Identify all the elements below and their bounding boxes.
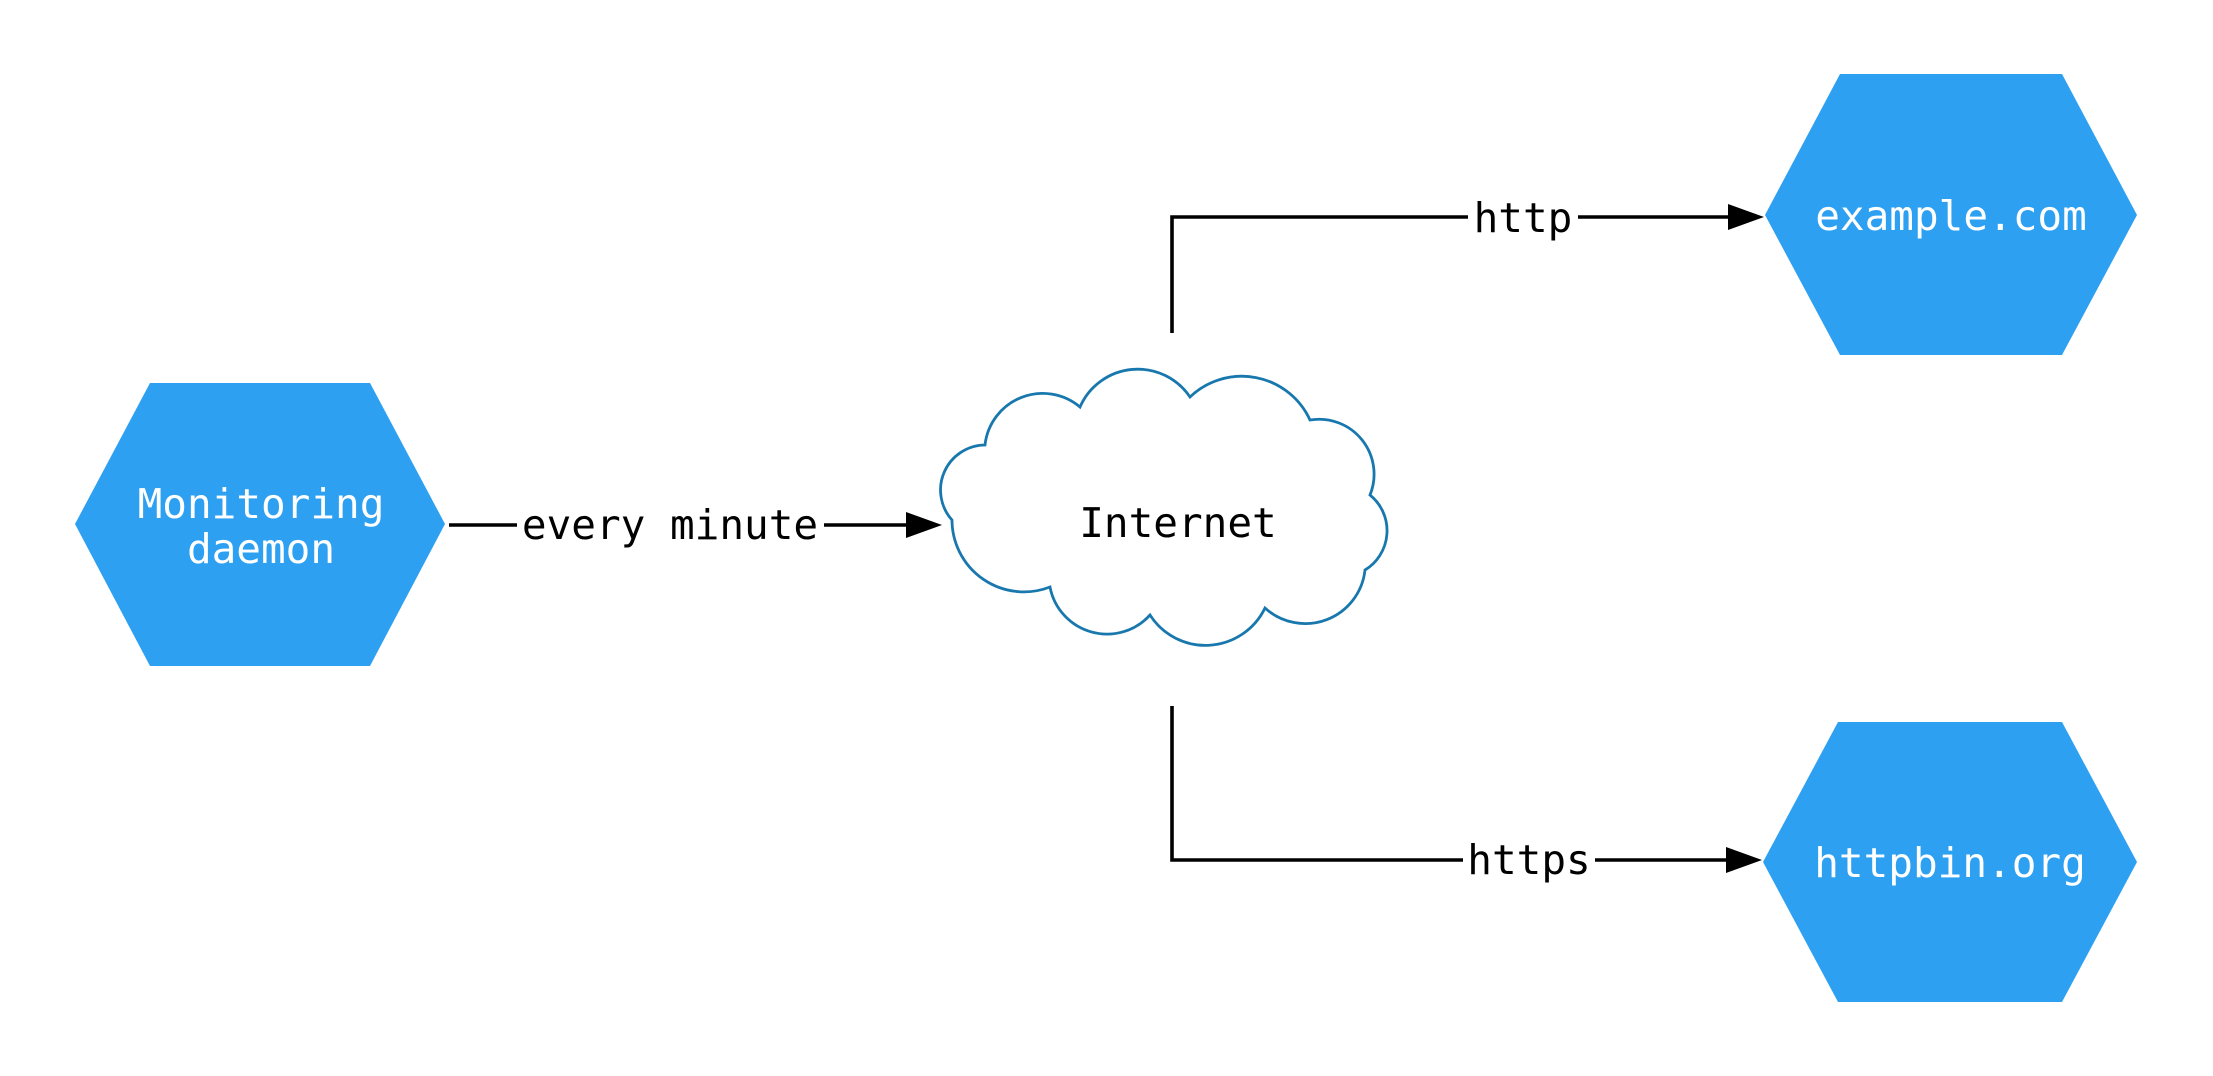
node-monitoring-daemon: Monitoring daemon: [75, 383, 445, 666]
node-httpbin-org: httpbin.org: [1763, 722, 2137, 1002]
http-label: http: [1474, 194, 1573, 242]
httpbin-org-label: httpbin.org: [1814, 839, 2086, 887]
monitoring-daemon-label-line1: Monitoring: [138, 480, 385, 528]
https-arrowhead-icon: [1726, 847, 1762, 873]
node-example-com: example.com: [1765, 74, 2137, 355]
every-minute-label: every minute: [522, 501, 818, 549]
node-internet: Internet: [939, 367, 1389, 647]
http-arrowhead-icon: [1728, 204, 1764, 230]
https-label: https: [1467, 836, 1590, 884]
https-elbow-line: [1170, 706, 1463, 862]
every-minute-arrowhead-icon: [906, 512, 942, 538]
monitoring-daemon-hexagon: [75, 383, 445, 666]
http-elbow-line: [1170, 215, 1468, 333]
edge-every-minute: every minute: [449, 501, 942, 549]
internet-cloud-icon: [939, 367, 1389, 647]
internet-label: Internet: [1079, 499, 1276, 547]
example-com-hexagon: [1765, 74, 2137, 355]
monitoring-daemon-label-line2: daemon: [187, 525, 335, 573]
httpbin-org-hexagon: [1763, 722, 2137, 1002]
edge-https: https: [1170, 706, 1762, 884]
edge-http: http: [1170, 194, 1764, 333]
example-com-label: example.com: [1815, 192, 2087, 240]
